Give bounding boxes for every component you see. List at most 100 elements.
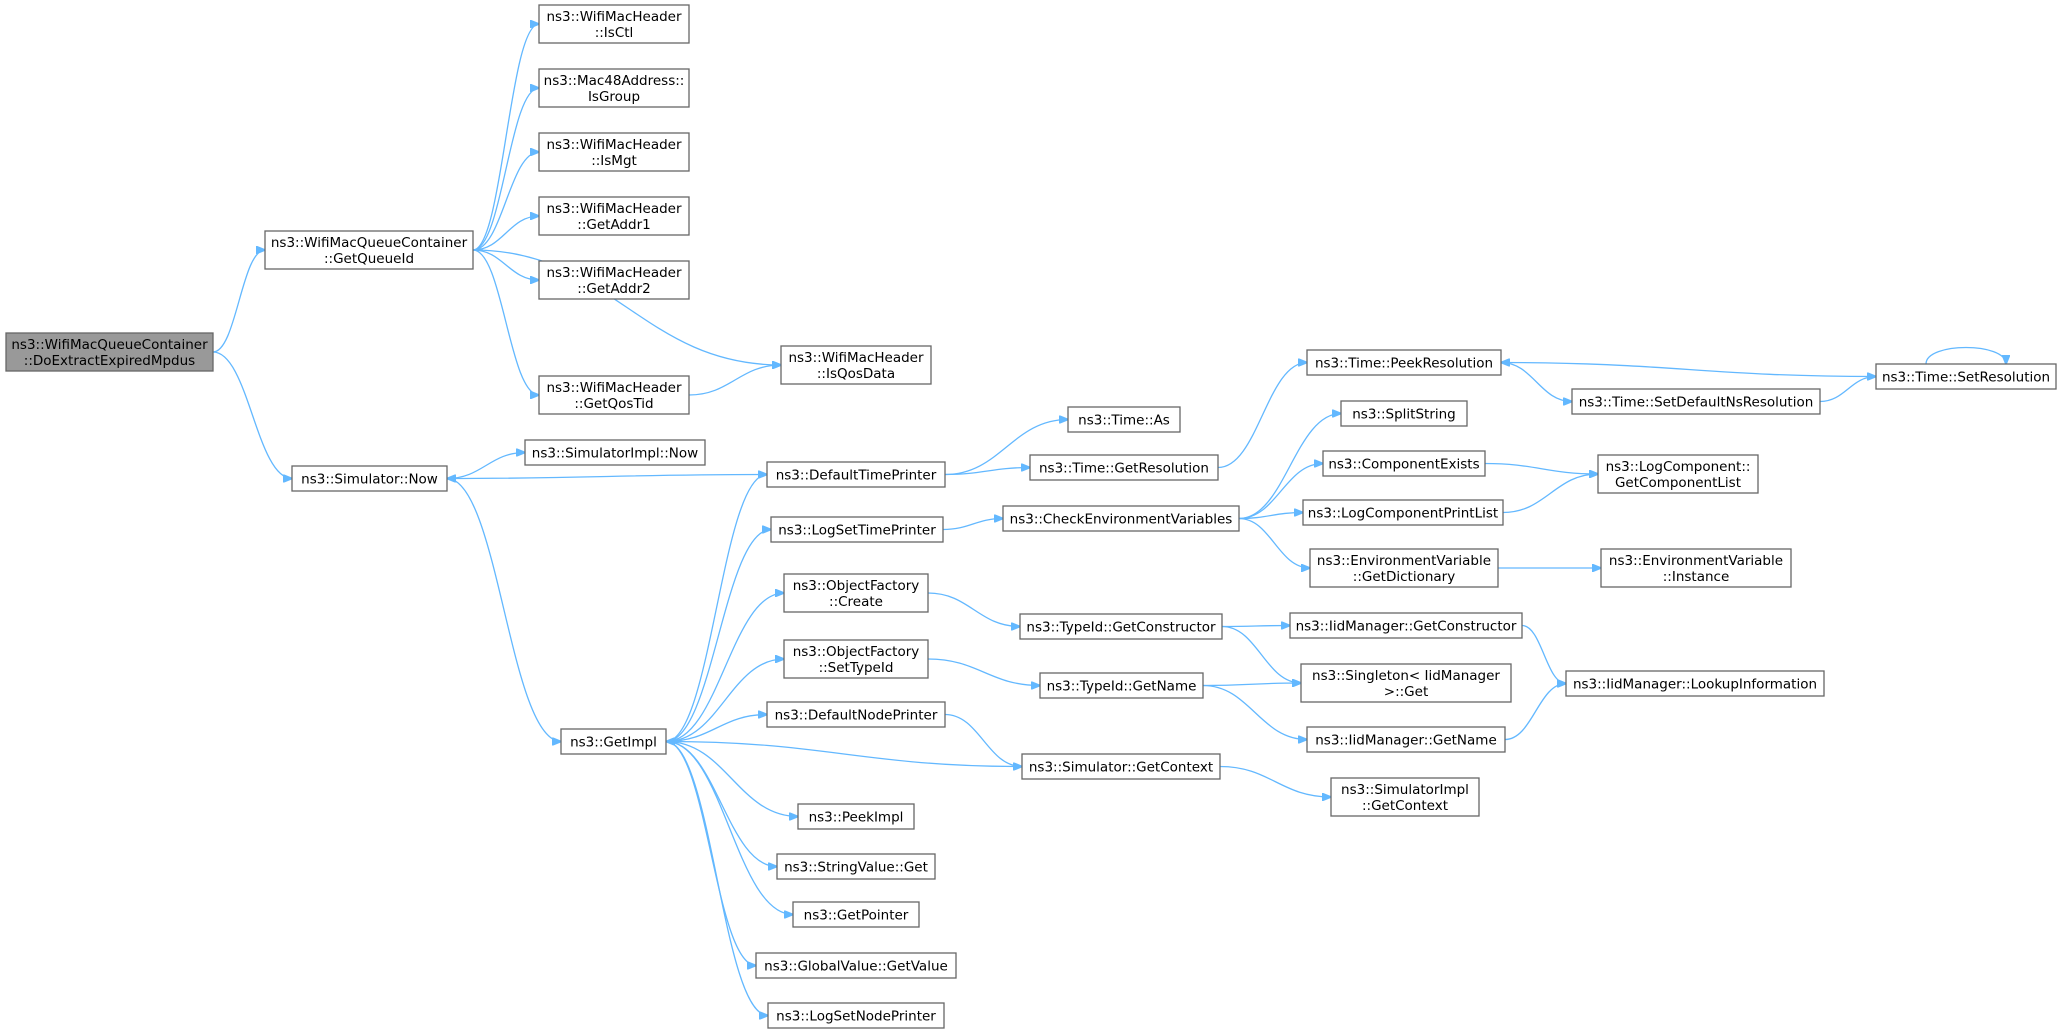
node-timesetresolution[interactable]: ns3::Time::SetResolution xyxy=(1875,363,2057,390)
node-box-ismgt xyxy=(538,132,690,172)
node-box-logcomponentprintlist xyxy=(1302,499,1504,526)
node-stringvalueget[interactable]: ns3::StringValue::Get xyxy=(776,853,936,880)
edge-getqueueid-to-getqostid xyxy=(472,249,539,395)
node-logcomponentprintlist[interactable]: ns3::LogComponentPrintList xyxy=(1302,499,1504,526)
node-getaddr1[interactable]: ns3::WifiMacHeader::GetAddr1 xyxy=(538,196,690,236)
node-typeidgetconstructor[interactable]: ns3::TypeId::GetConstructor xyxy=(1019,613,1223,640)
node-box-root xyxy=(5,332,214,372)
node-box-timesetdefaultns xyxy=(1571,388,1821,415)
node-box-iidgetname xyxy=(1306,726,1506,753)
node-root[interactable]: ns3::WifiMacQueueContainer::DoExtractExp… xyxy=(5,332,214,372)
node-box-isgroup xyxy=(538,68,690,108)
node-globalvaluegetvalue[interactable]: ns3::GlobalValue::GetValue xyxy=(755,952,957,979)
node-label-ismgt-line1: ::IsMgt xyxy=(591,153,637,169)
node-label-getimpl-line0: ns3::GetImpl xyxy=(570,735,657,751)
node-defaultnodeprinter[interactable]: ns3::DefaultNodePrinter xyxy=(766,701,946,728)
node-peekimpl[interactable]: ns3::PeekImpl xyxy=(797,803,915,830)
edge-simgetcontext-to-getimpl xyxy=(666,742,1023,768)
node-label-getqueueid-line0: ns3::WifiMacQueueContainer xyxy=(271,235,468,251)
node-getpointer[interactable]: ns3::GetPointer xyxy=(792,901,920,928)
node-typeidgetname[interactable]: ns3::TypeId::GetName xyxy=(1039,672,1204,699)
node-box-getqostid xyxy=(538,375,690,415)
node-iidgetconstructor[interactable]: ns3::IidManager::GetConstructor xyxy=(1289,612,1523,639)
node-iidgetname[interactable]: ns3::IidManager::GetName xyxy=(1306,726,1506,753)
node-box-splitstring xyxy=(1340,400,1468,427)
node-box-iidlookup xyxy=(1565,670,1825,697)
edge-typeidgetconstructor-to-iidgetconstructor xyxy=(1221,626,1290,627)
node-timepeekresolution[interactable]: ns3::Time::PeekResolution xyxy=(1306,349,1502,376)
node-checkenv[interactable]: ns3::CheckEnvironmentVariables xyxy=(1002,505,1240,532)
node-label-timeas-line0: ns3::Time::As xyxy=(1078,413,1170,429)
node-box-simgetcontext xyxy=(1021,753,1221,780)
node-isctl[interactable]: ns3::WifiMacHeader::IsCtl xyxy=(538,4,690,44)
node-timegetresolution[interactable]: ns3::Time::GetResolution xyxy=(1029,454,1219,481)
node-simgetcontext[interactable]: ns3::Simulator::GetContext xyxy=(1021,753,1221,780)
node-simimplnow[interactable]: ns3::SimulatorImpl::Now xyxy=(524,439,706,466)
edge-componentexists-to-logcompgetlist xyxy=(1484,462,1598,475)
edge-getimpl-to-ofsettypeid xyxy=(665,659,784,743)
node-simnow[interactable]: ns3::Simulator::Now xyxy=(291,465,448,492)
edges-layer xyxy=(212,24,2006,1016)
node-ofcreate[interactable]: ns3::ObjectFactory::Create xyxy=(783,573,929,613)
node-envinstance[interactable]: ns3::EnvironmentVariable::Instance xyxy=(1600,548,1792,588)
node-logsetnodeprinter[interactable]: ns3::LogSetNodePrinter xyxy=(767,1002,945,1029)
node-label-isgroup-line0: ns3::Mac48Address:: xyxy=(544,73,685,89)
edge-checkenv-to-splitstring xyxy=(1238,414,1341,520)
node-logsettimeprinter[interactable]: ns3::LogSetTimePrinter xyxy=(770,516,944,543)
node-label-isgroup-line1: IsGroup xyxy=(588,89,640,105)
node-logcompgetlist[interactable]: ns3::LogComponent::GetComponentList xyxy=(1597,454,1759,494)
node-getqostid[interactable]: ns3::WifiMacHeader::GetQosTid xyxy=(538,375,690,415)
edge-defaultnodeprinter-to-simgetcontext xyxy=(944,713,1022,767)
node-timesetdefaultns[interactable]: ns3::Time::SetDefaultNsResolution xyxy=(1571,388,1821,415)
node-label-timegetresolution-line0: ns3::Time::GetResolution xyxy=(1039,461,1209,477)
edge-getqueueid-to-getaddr2 xyxy=(472,249,539,280)
node-box-timegetresolution xyxy=(1029,454,1219,481)
node-timeas[interactable]: ns3::Time::As xyxy=(1067,406,1181,433)
node-label-simimplnow-line0: ns3::SimulatorImpl::Now xyxy=(532,446,698,462)
node-envgetdictionary[interactable]: ns3::EnvironmentVariable::GetDictionary xyxy=(1309,548,1499,588)
node-iidlookup[interactable]: ns3::IidManager::LookupInformation xyxy=(1565,670,1825,697)
node-label-checkenv-line0: ns3::CheckEnvironmentVariables xyxy=(1010,512,1233,528)
node-box-defaulttimeprinter xyxy=(766,461,946,488)
edge-simnow-to-getimpl xyxy=(446,477,561,742)
node-isgroup[interactable]: ns3::Mac48Address::IsGroup xyxy=(538,68,690,108)
edge-timesetresolution-to-timepeekresolution xyxy=(1501,363,1877,378)
node-label-isqosdata-line1: ::IsQosData xyxy=(817,366,895,382)
node-getimpl[interactable]: ns3::GetImpl xyxy=(560,728,667,755)
node-ismgt[interactable]: ns3::WifiMacHeader::IsMgt xyxy=(538,132,690,172)
node-label-ofsettypeid-line0: ns3::ObjectFactory xyxy=(793,644,920,660)
edge-defaulttimeprinter-to-timeas xyxy=(944,420,1068,476)
node-defaulttimeprinter[interactable]: ns3::DefaultTimePrinter xyxy=(766,461,946,488)
edge-defaulttimeprinter-to-simnow xyxy=(447,473,768,479)
node-simimplgetcontext[interactable]: ns3::SimulatorImpl::GetContext xyxy=(1330,777,1480,817)
node-getaddr2[interactable]: ns3::WifiMacHeader::GetAddr2 xyxy=(538,260,690,300)
edge-logsettimeprinter-to-checkenv xyxy=(942,519,1003,531)
node-ofsettypeid[interactable]: ns3::ObjectFactory::SetTypeId xyxy=(783,639,929,679)
nodes-layer: ns3::WifiMacQueueContainer::DoExtractExp… xyxy=(5,4,2057,1029)
node-label-ofsettypeid-line1: ::SetTypeId xyxy=(819,660,894,676)
node-componentexists[interactable]: ns3::ComponentExists xyxy=(1322,450,1486,477)
node-splitstring[interactable]: ns3::SplitString xyxy=(1340,400,1468,427)
node-box-stringvalueget xyxy=(776,853,936,880)
node-label-logsettimeprinter-line0: ns3::LogSetTimePrinter xyxy=(778,523,936,539)
edge-root-to-getqueueid xyxy=(212,250,265,353)
node-box-isqosdata xyxy=(780,345,932,385)
node-box-simnow xyxy=(291,465,448,492)
node-label-typeidgetname-line0: ns3::TypeId::GetName xyxy=(1047,679,1197,695)
node-label-simimplgetcontext-line0: ns3::SimulatorImpl xyxy=(1341,782,1469,798)
node-singletonget[interactable]: ns3::Singleton< IidManager >::Get xyxy=(1300,663,1512,703)
edge-getqueueid-to-getaddr1 xyxy=(472,216,539,251)
node-getqueueid[interactable]: ns3::WifiMacQueueContainer::GetQueueId xyxy=(264,230,474,270)
node-box-getimpl xyxy=(560,728,667,755)
node-label-logsetnodeprinter-line0: ns3::LogSetNodePrinter xyxy=(776,1009,936,1025)
edge-getimpl-to-logsetnodeprinter xyxy=(665,740,768,1016)
node-isqosdata[interactable]: ns3::WifiMacHeader::IsQosData xyxy=(780,345,932,385)
node-label-envgetdictionary-line0: ns3::EnvironmentVariable xyxy=(1317,553,1491,569)
node-label-globalvaluegetvalue-line0: ns3::GlobalValue::GetValue xyxy=(764,959,948,975)
node-label-singletonget-line0: ns3::Singleton< IidManager xyxy=(1312,668,1500,684)
node-label-componentexists-line0: ns3::ComponentExists xyxy=(1328,457,1479,473)
node-box-typeidgetconstructor xyxy=(1019,613,1223,640)
node-box-timesetresolution xyxy=(1875,363,2057,390)
edge-typeidgetname-to-iidgetname xyxy=(1202,684,1307,740)
node-label-iidgetname-line0: ns3::IidManager::GetName xyxy=(1315,733,1497,749)
